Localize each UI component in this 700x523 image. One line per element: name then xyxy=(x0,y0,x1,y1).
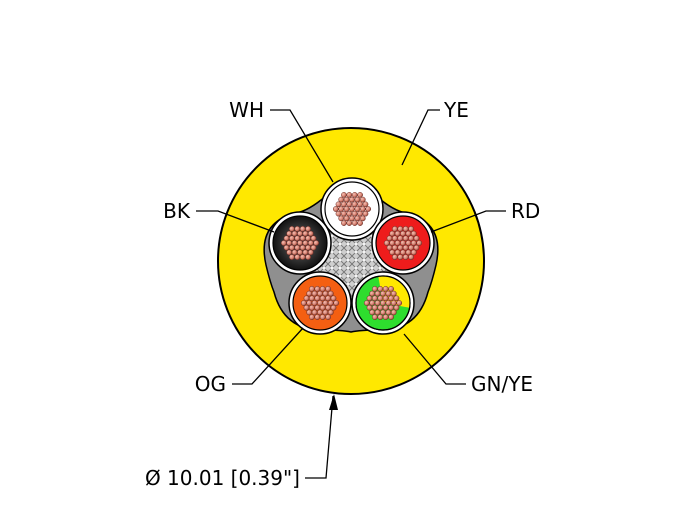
label-ye: YE xyxy=(443,98,469,122)
conductor-gnye xyxy=(351,271,415,335)
label-gnye: GN/YE xyxy=(471,372,533,396)
label-rd: RD xyxy=(511,199,540,223)
label-wh: WH xyxy=(229,98,264,122)
diameter-arrowhead xyxy=(329,394,338,410)
leader-rd xyxy=(430,210,506,233)
leader-gnye xyxy=(403,333,466,385)
leader-diameter xyxy=(305,395,334,479)
label-bk: BK xyxy=(163,199,191,223)
conductor-og xyxy=(288,271,352,335)
leader-ye xyxy=(401,109,440,166)
label-og: OG xyxy=(195,372,226,396)
label-diameter: Ø 10.01 [0.39"] xyxy=(145,466,300,490)
conductor-wh xyxy=(320,177,384,241)
conductor-bk xyxy=(268,211,332,275)
leader-og xyxy=(232,327,304,385)
conductor-rd xyxy=(371,211,435,275)
leader-wh xyxy=(270,109,334,183)
leader-bk xyxy=(196,210,275,233)
